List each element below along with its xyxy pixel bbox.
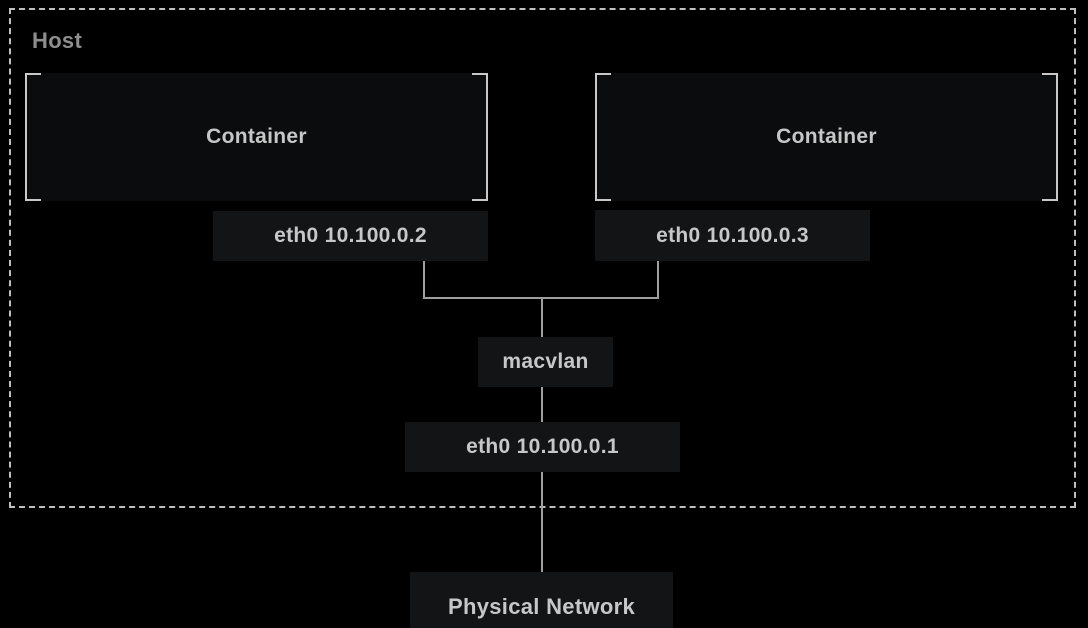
edge-host-eth-to-physical (541, 472, 543, 572)
eth-interface-left: eth0 10.100.0.2 (213, 211, 488, 261)
container-label-right: Container (776, 125, 877, 148)
macvlan-node: macvlan (478, 337, 613, 387)
container-node-left: Container (25, 73, 488, 201)
edge-junction-to-macvlan (541, 297, 543, 338)
host-label: Host (32, 28, 83, 53)
container-label-left: Container (206, 125, 307, 148)
edge-eth-left-down (423, 261, 425, 298)
container-node-right: Container (595, 73, 1058, 201)
edge-macvlan-to-host-eth (541, 387, 543, 423)
eth-interface-right: eth0 10.100.0.3 (595, 210, 870, 261)
host-eth-interface: eth0 10.100.0.1 (405, 422, 680, 472)
physical-network-node: Physical Network (410, 572, 673, 628)
edge-eth-right-down (657, 261, 659, 298)
